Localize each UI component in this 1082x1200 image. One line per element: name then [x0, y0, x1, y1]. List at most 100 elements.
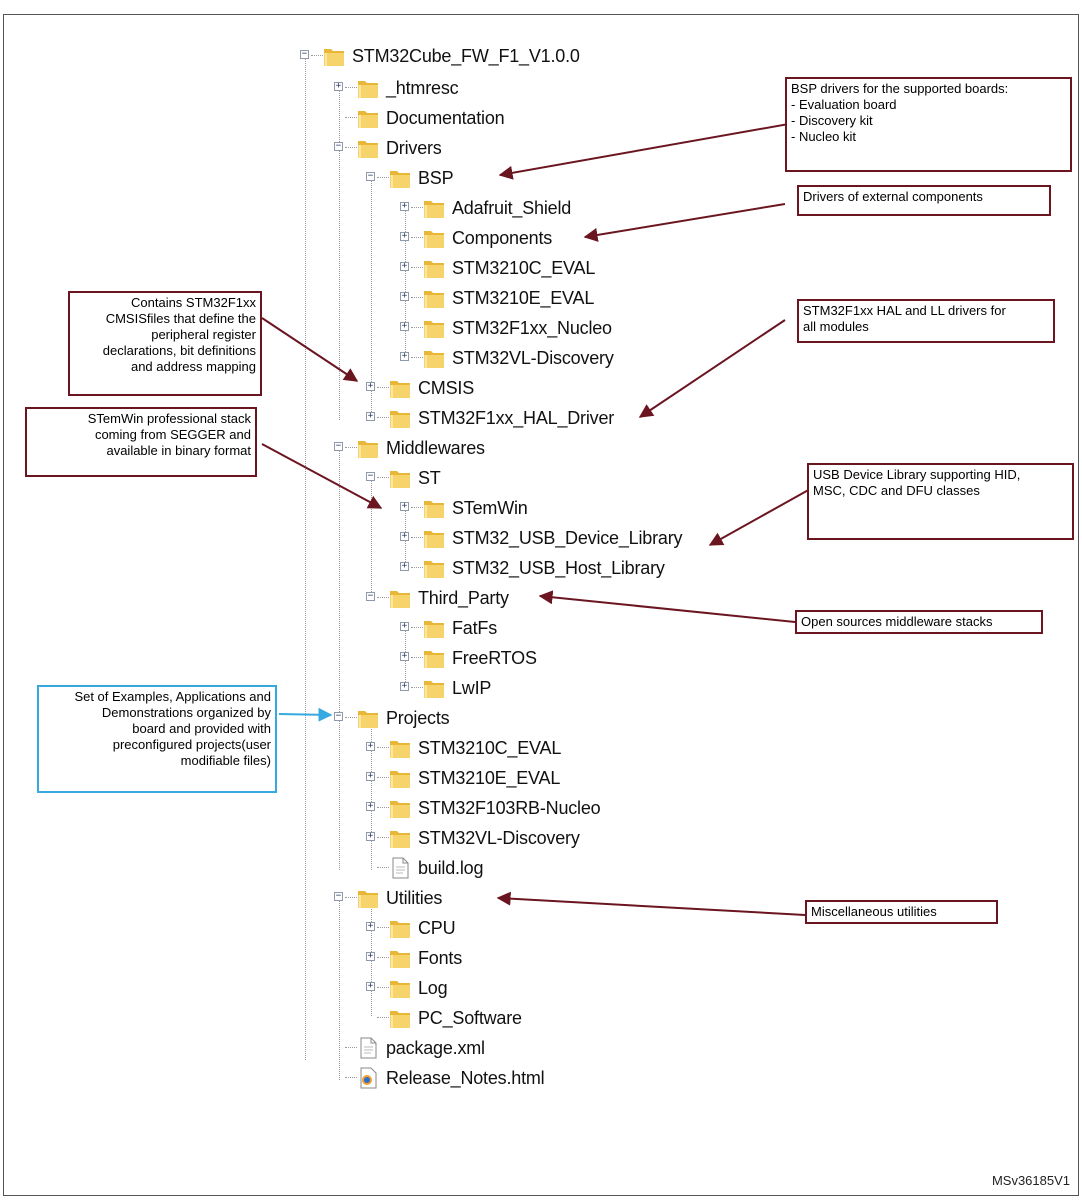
tree-node-label: Fonts [418, 948, 463, 968]
folder-icon [388, 766, 412, 790]
tree-connector [377, 477, 389, 478]
note-line: STemWin professional stack [87, 411, 251, 426]
expand-icon[interactable]: + [400, 681, 409, 691]
folder-icon [356, 136, 380, 160]
tree-node-label: STM32Cube_FW_F1_V1.0.0 [352, 46, 580, 66]
tree-node-label: STemWin [452, 498, 528, 518]
expand-icon[interactable]: + [400, 531, 409, 541]
tree-connector [377, 1017, 389, 1018]
expand-icon[interactable]: + [400, 321, 409, 331]
folder-icon [388, 916, 412, 940]
note-line: - Nucleo kit [791, 129, 857, 144]
note-line: Drivers of external components [803, 189, 983, 204]
note-line: Miscellaneous utilities [811, 904, 937, 919]
folder-icon [388, 946, 412, 970]
collapse-icon[interactable]: − [334, 891, 343, 901]
folder-icon [422, 286, 446, 310]
figure-id-code: MSv36185V1 [991, 1173, 1070, 1188]
folder-icon [422, 196, 446, 220]
expand-icon[interactable]: + [334, 81, 343, 91]
folder-icon [422, 496, 446, 520]
tree-connector [377, 867, 389, 868]
expand-icon[interactable]: + [366, 921, 375, 931]
expand-icon[interactable]: + [366, 381, 375, 391]
note-third-party: Open sources middleware stacks [795, 610, 1043, 634]
folder-icon [422, 676, 446, 700]
tree-connector [345, 447, 357, 448]
tree-guide-line [371, 176, 372, 420]
tree-connector [377, 957, 389, 958]
folder-icon [356, 886, 380, 910]
expand-icon[interactable]: + [400, 291, 409, 301]
file-icon [388, 856, 412, 880]
expand-icon[interactable]: + [366, 951, 375, 961]
expand-icon[interactable]: + [400, 651, 409, 661]
expand-icon[interactable]: + [366, 801, 375, 811]
expand-icon[interactable]: + [400, 201, 409, 211]
collapse-icon[interactable]: − [300, 49, 309, 59]
tree-connector [411, 237, 423, 238]
tree-connector [411, 657, 423, 658]
tree-connector [377, 987, 389, 988]
collapse-icon[interactable]: − [366, 591, 375, 601]
note-line: MSC, CDC and DFU classes [813, 483, 980, 498]
folder-icon [422, 226, 446, 250]
tree-connector [377, 807, 389, 808]
tree-connector [411, 627, 423, 628]
collapse-icon[interactable]: − [334, 141, 343, 151]
folder-icon [356, 436, 380, 460]
tree-connector [377, 777, 389, 778]
tree-node-label: FreeRTOS [452, 648, 537, 668]
note-utilities: Miscellaneous utilities [805, 900, 998, 924]
expand-icon[interactable]: + [400, 501, 409, 511]
note-bsp: BSP drivers for the supported boards:- E… [785, 77, 1072, 172]
tree-connector [345, 87, 357, 88]
tree-node-label: STM32VL-Discovery [418, 828, 580, 848]
folder-icon [388, 796, 412, 820]
tree-node-label: LwIP [452, 678, 492, 698]
tree-guide-line [405, 206, 406, 360]
tree-connector [345, 717, 357, 718]
folder-icon [388, 826, 412, 850]
tree-node-label: CPU [418, 918, 456, 938]
expand-icon[interactable]: + [400, 261, 409, 271]
expand-icon[interactable]: + [366, 741, 375, 751]
collapse-icon[interactable]: − [366, 171, 375, 181]
arrow-hal [638, 319, 786, 418]
folder-icon [422, 646, 446, 670]
expand-icon[interactable]: + [366, 831, 375, 841]
arrow-bsp [498, 121, 801, 180]
expand-icon[interactable]: + [400, 561, 409, 571]
tree-node-label: STM32F1xx_Nucleo [452, 318, 612, 338]
expand-icon[interactable]: + [400, 621, 409, 631]
collapse-icon[interactable]: − [366, 471, 375, 481]
tree-connector [411, 507, 423, 508]
tree-connector [377, 747, 389, 748]
note-line: preconfigured projects(user [112, 737, 271, 752]
expand-icon[interactable]: + [366, 411, 375, 421]
expand-icon[interactable]: + [400, 351, 409, 361]
tree-connector [411, 327, 423, 328]
tree-connector [345, 147, 357, 148]
tree-connector [345, 1047, 357, 1048]
tree-connector [411, 207, 423, 208]
collapse-icon[interactable]: − [334, 441, 343, 451]
note-line: available in binary format [106, 443, 251, 458]
expand-icon[interactable]: + [400, 231, 409, 241]
folder-icon [388, 976, 412, 1000]
folder-icon [422, 616, 446, 640]
tree-connector [377, 177, 389, 178]
expand-icon[interactable]: + [366, 981, 375, 991]
tree-node-label: STM32F103RB-Nucleo [418, 798, 601, 818]
tree-connector [377, 597, 389, 598]
tree-guide-line [339, 896, 340, 1080]
collapse-icon[interactable]: − [334, 711, 343, 721]
tree-node-label: Adafruit_Shield [452, 198, 572, 218]
tree-guide-line [371, 716, 372, 870]
arrow-projects [278, 707, 333, 722]
tree-node-label: STM3210C_EVAL [418, 738, 562, 758]
note-line: and address mapping [130, 359, 256, 374]
tree-connector [377, 417, 389, 418]
expand-icon[interactable]: + [366, 771, 375, 781]
